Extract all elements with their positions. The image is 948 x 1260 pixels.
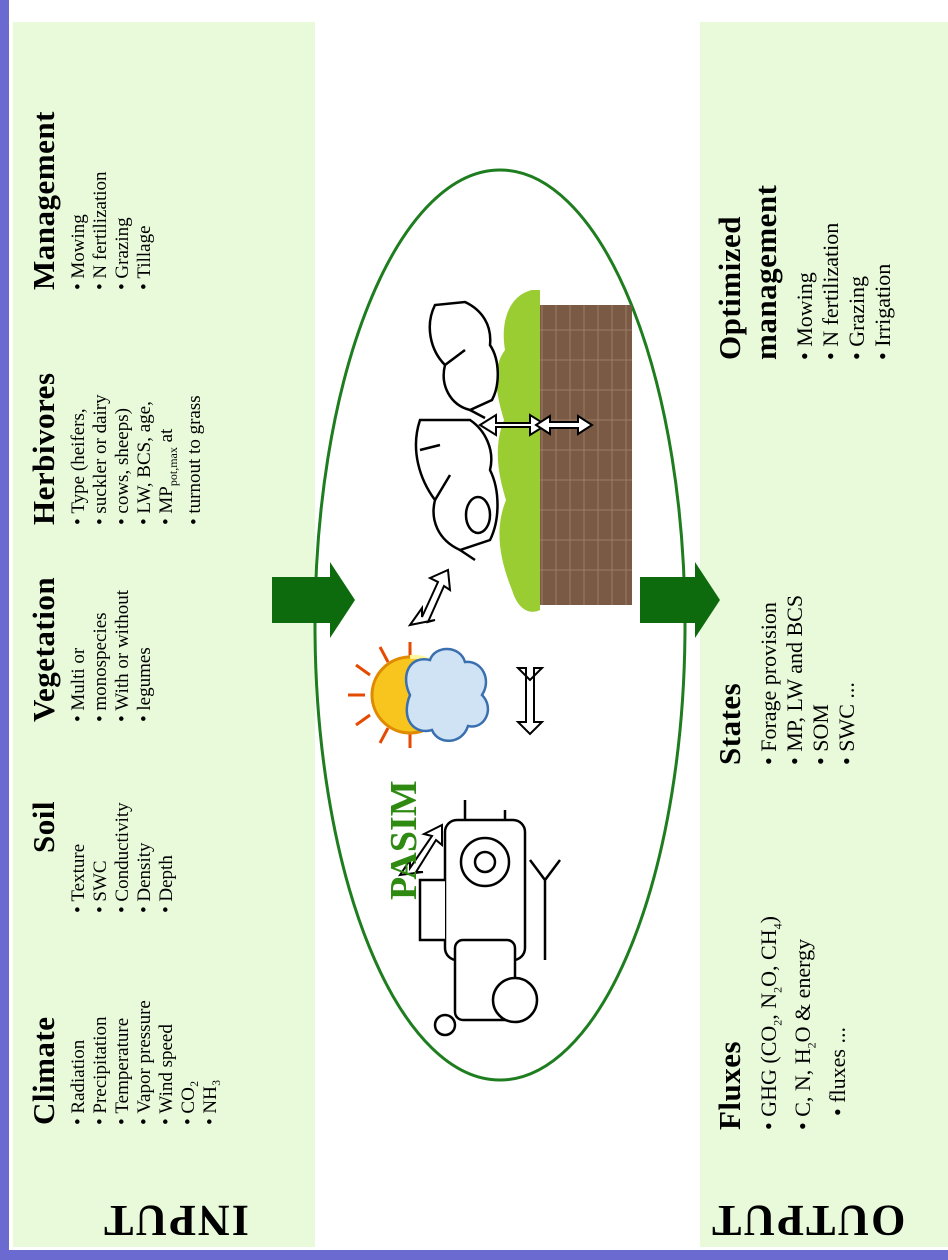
input-label: INPUT (102, 1196, 249, 1245)
states-item: Forage provision (756, 505, 782, 765)
management-item: Grazing (112, 30, 134, 290)
herbivores-item: at (156, 428, 177, 443)
flow-arrow-icon (640, 562, 720, 638)
states-title: States (712, 682, 747, 765)
soil-block-icon (532, 305, 632, 605)
optimized-title-line2: management (748, 184, 783, 360)
climate-item: Temperature (112, 885, 134, 1125)
fluxes-title: Fluxes (712, 1040, 747, 1130)
optimized-item: Mowing (792, 100, 818, 360)
herbivores-item: MP (156, 486, 177, 514)
tractor-icon (418, 800, 561, 1037)
optimized-item: N fertilization (818, 100, 844, 360)
double-arrow-icon (397, 413, 594, 877)
herbivores-item: turnout to grass (183, 395, 205, 514)
fluxes-item: O, CH (756, 929, 781, 987)
model-label: PASIM (383, 780, 425, 900)
soil-item: Density (134, 693, 156, 913)
management-item: Mowing (68, 30, 90, 290)
fluxes-sub: 2 (804, 1042, 819, 1049)
soil-item: Conductivity (112, 693, 134, 913)
sun-cloud-icon (348, 642, 490, 748)
vegetation-item: With or without (112, 502, 134, 722)
vegetation-title: Vegetation (26, 576, 61, 722)
herbivores-item: Type (heifers, (68, 285, 90, 525)
herbivores-item: suckler or dairy (90, 394, 111, 514)
herbivores-item: LW, BCS, age, (134, 285, 156, 525)
fluxes-item: fluxes ... (824, 1027, 850, 1103)
fluxes-sub: 4 (770, 923, 785, 930)
states-item: SWC ... (834, 505, 860, 765)
bottom-border (0, 1250, 948, 1260)
flow-arrow-icon (272, 562, 355, 638)
optimized-title-line1: Optimized (712, 216, 747, 360)
soil-item: Texture (68, 693, 90, 913)
soil-item: SWC (90, 693, 112, 913)
model-graphic (272, 168, 720, 1082)
states-item: MP, LW and BCS (782, 505, 808, 765)
management-item: N fertilization (90, 30, 112, 290)
herbivores-item: cows, sheeps) (112, 408, 133, 514)
herbivores-subscript: pot,max (165, 447, 180, 487)
climate-item: NH₃ (200, 885, 222, 1125)
climate-title: Climate (26, 1016, 61, 1125)
optimized-management-block: Optimized management Mowing N fertilizat… (712, 100, 896, 360)
climate-block: Climate Radiation Precipitation Temperat… (26, 885, 222, 1125)
left-border (0, 0, 9, 1260)
states-item: SOM (808, 505, 834, 765)
climate-item: Precipitation (90, 885, 112, 1125)
fluxes-item: , N (756, 992, 781, 1020)
management-title: Management (26, 111, 61, 290)
optimized-item: Irrigation (870, 100, 896, 360)
fluxes-block: Fluxes GHG (CO2, N2O, CH4) C, N, H2O & e… (712, 810, 851, 1130)
grass-icon (496, 290, 540, 612)
herbivores-block: Herbivores Type (heifers, suckler or dai… (26, 285, 206, 525)
vegetation-block: Vegetation Multi or monospecies With or … (26, 502, 156, 722)
vegetation-item: monospecies (90, 612, 111, 711)
fluxes-item: C, N, H (790, 1048, 816, 1117)
output-label: OUTPUT (710, 1196, 906, 1245)
management-block: Management Mowing N fertilization Grazin… (26, 30, 156, 290)
optimized-item: Grazing (844, 100, 870, 360)
fluxes-sub: 2 (770, 986, 785, 993)
fluxes-item: GHG (CO (756, 1025, 781, 1117)
states-block: States Forage provision MP, LW and BCS S… (712, 505, 860, 765)
climate-item: Radiation (68, 885, 90, 1125)
soil-item: Depth (156, 693, 178, 913)
cow-icon (414, 300, 499, 562)
vegetation-item: Multi or (68, 502, 90, 722)
fluxes-item: O & energy (790, 938, 816, 1043)
fluxes-item: ) (756, 916, 781, 924)
soil-block: Soil Texture SWC Conductivity Density De… (26, 693, 178, 913)
herbivores-title: Herbivores (26, 372, 61, 525)
climate-item: Vapor pressure (134, 885, 156, 1125)
fluxes-sub: 2 (770, 1019, 785, 1026)
climate-item: Wind speed (156, 885, 178, 1125)
management-item: Tillage (134, 30, 156, 290)
climate-item: CO₂ (178, 885, 200, 1125)
vegetation-item: legumes (134, 647, 155, 711)
